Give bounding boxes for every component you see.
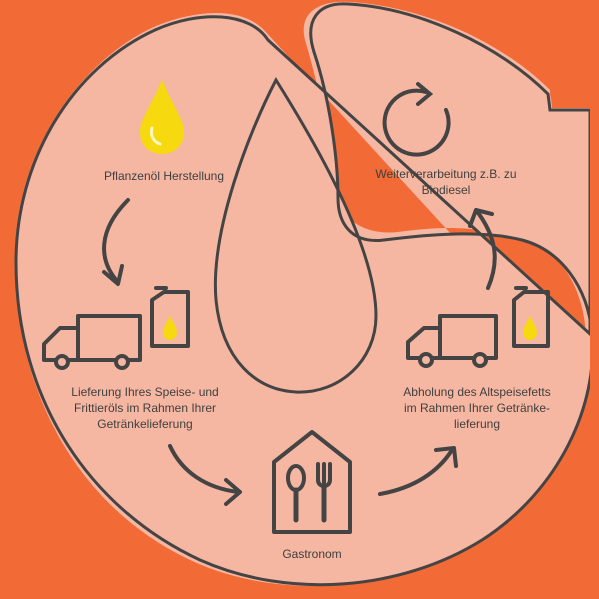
arrow-delivery-to-gastronomy bbox=[168, 444, 242, 506]
arrow-gastronomy-to-pickup bbox=[378, 446, 458, 496]
canister-icon-right bbox=[512, 286, 550, 348]
restaurant-icon bbox=[272, 430, 352, 534]
label-pickup: Abholung des Altspeisefetts im Rahmen Ih… bbox=[403, 385, 551, 431]
arrow-production-to-delivery bbox=[102, 198, 130, 286]
pickup-truck-icon bbox=[406, 314, 498, 368]
recycle-arrow-icon bbox=[382, 82, 451, 157]
label-gastronomy: Gastronom bbox=[282, 547, 342, 561]
canister-icon bbox=[150, 286, 190, 348]
label-production: Pflanzenöl Herstellung bbox=[103, 169, 225, 183]
label-processing: Weiterverarbeitung z.B. zu Biodiesel bbox=[375, 167, 517, 197]
label-delivery: Lieferung Ihres Speise- und Frittieröls … bbox=[71, 385, 219, 431]
arrow-pickup-to-processing bbox=[468, 208, 497, 290]
delivery-truck-icon bbox=[42, 314, 142, 370]
